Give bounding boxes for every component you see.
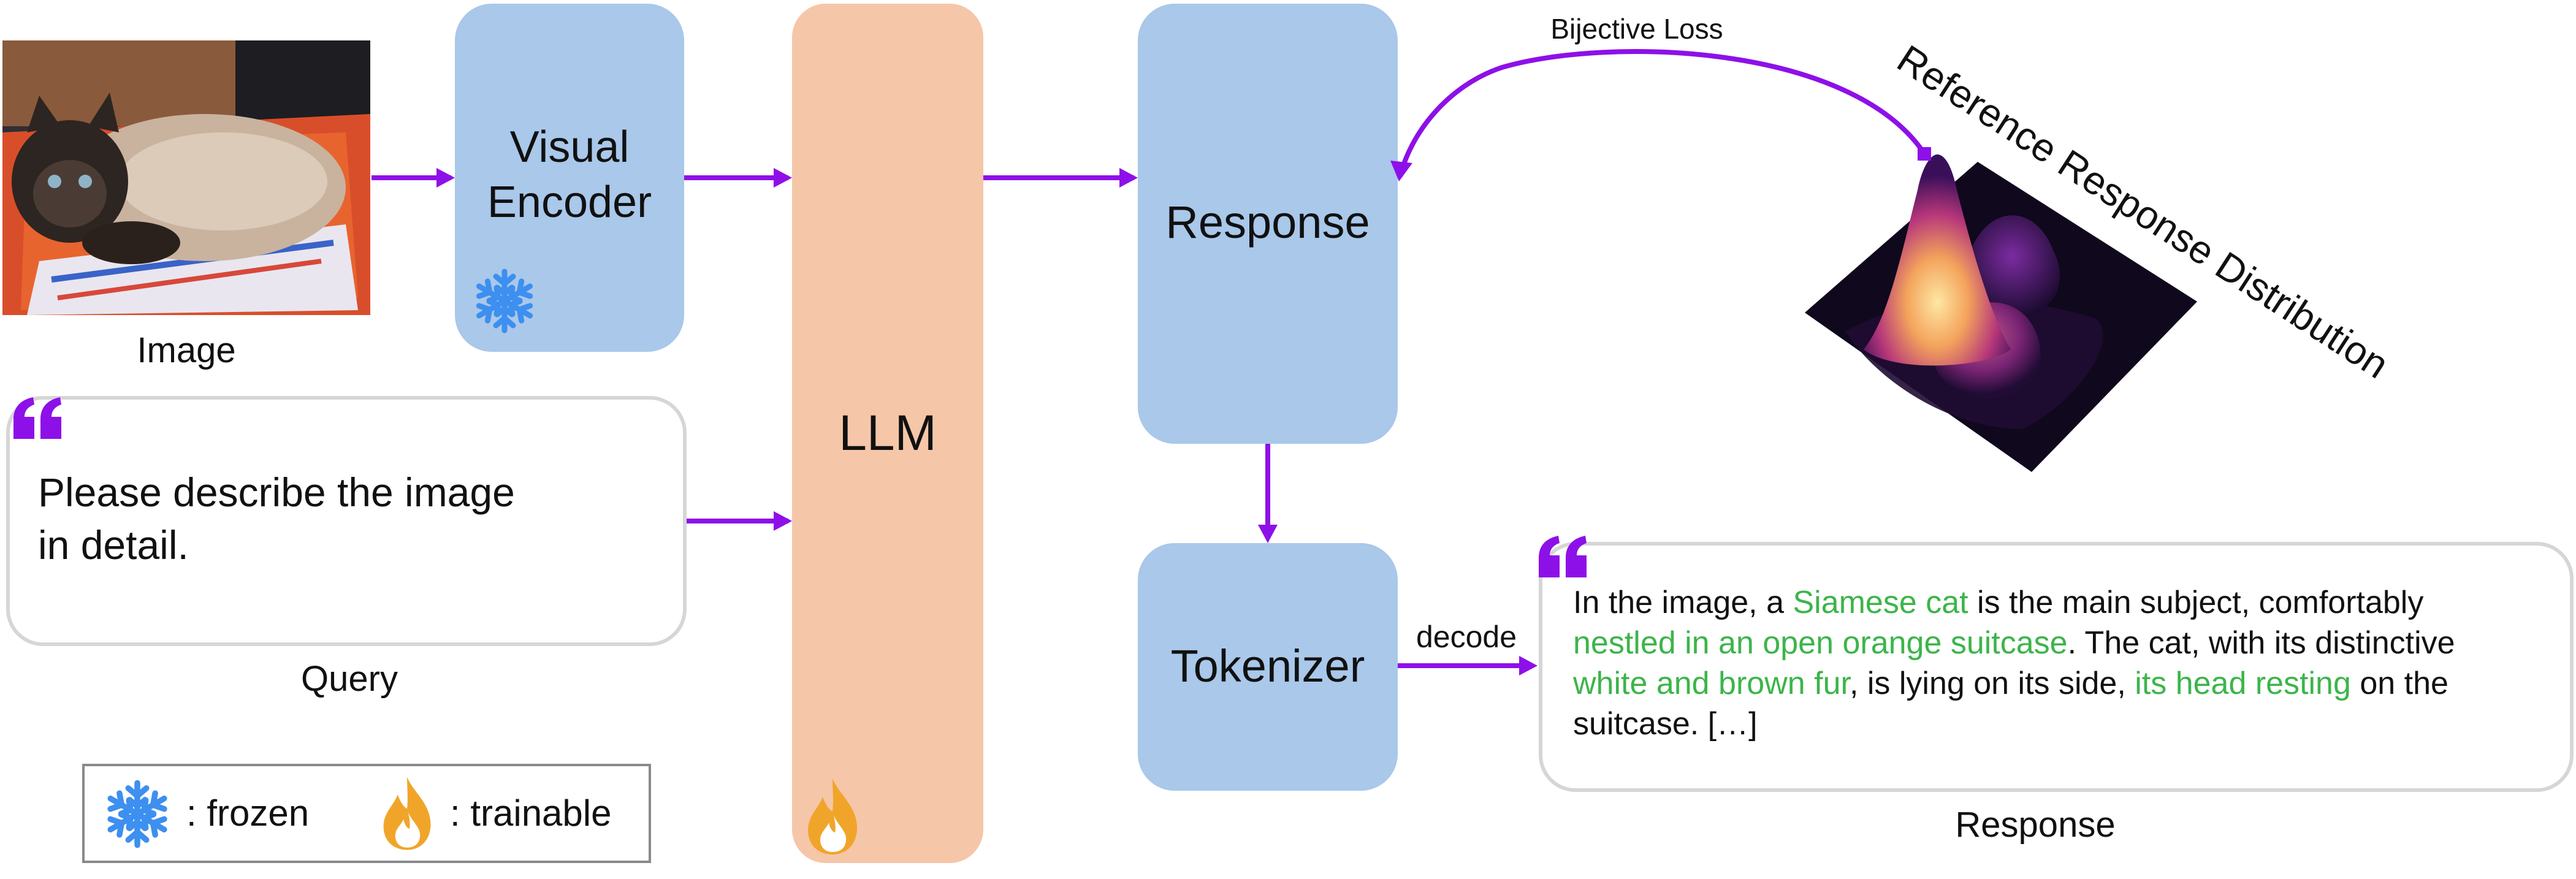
input-image — [2, 40, 370, 315]
arrowhead — [436, 168, 455, 188]
quote-mark-icon — [11, 396, 64, 441]
arrowhead — [774, 168, 792, 188]
query-caption: Query — [301, 659, 398, 699]
snowflake-icon — [102, 778, 173, 850]
snowflake-icon — [471, 267, 538, 335]
arrowhead — [1519, 656, 1538, 675]
response-box-label: Response — [1165, 197, 1370, 248]
distribution-peak-major — [1864, 154, 2011, 366]
decode-label: decode — [1416, 620, 1517, 654]
reference-distribution-label: Reference Response Distribution — [1889, 36, 2396, 387]
llm-label: LLM — [839, 405, 937, 461]
llm-box — [792, 4, 983, 863]
response-text: In the image, a Siamese cat is the main … — [1573, 582, 2529, 744]
distribution-base — [1805, 162, 2197, 472]
tokenizer-box — [1138, 543, 1398, 791]
arrow-tail-marker — [1918, 147, 1931, 161]
response-segment: on the suitcase. […] — [1573, 666, 2448, 742]
arrowhead — [774, 511, 792, 531]
response-highlight: white and brown fur — [1573, 666, 1850, 701]
response-segment: is the main subject, comfortably — [1968, 585, 2424, 620]
arrowhead — [1119, 168, 1138, 188]
visual-encoder-label: Visual Encoder — [487, 123, 652, 227]
query-box — [6, 396, 687, 646]
response-highlight: nestled in an open orange suitcase — [1573, 625, 2068, 661]
flame-icon — [802, 776, 863, 856]
arrowhead — [1258, 525, 1278, 543]
arrow-bijective-loss — [1398, 49, 1927, 177]
legend-trainable-label: : trainable — [450, 793, 612, 834]
cat-photo-illustration — [2, 40, 370, 315]
distribution-peak-minor — [1964, 215, 2060, 319]
query-text: Please describe the image in detail. — [38, 470, 515, 568]
response-highlight: its head resting — [2135, 666, 2351, 701]
bijective-loss-label: Bijective Loss — [1550, 13, 1723, 45]
image-caption: Image — [137, 330, 236, 370]
legend-box — [82, 764, 651, 863]
response-caption: Response — [1955, 805, 2116, 845]
response-segment: , is lying on its side, — [1849, 666, 2135, 701]
response-text-box — [1539, 542, 2574, 792]
distribution-peak-mid — [1934, 302, 2041, 398]
distribution-ridge — [1845, 299, 2103, 429]
tokenizer-label: Tokenizer — [1170, 641, 1365, 691]
response-highlight: Siamese cat — [1793, 585, 1968, 620]
flame-icon — [378, 774, 436, 852]
response-segment: . The cat, with its distinctive — [2067, 625, 2455, 661]
response-box — [1138, 4, 1398, 444]
response-segment: In the image, a — [1573, 585, 1793, 620]
quote-mark-icon — [1536, 535, 1589, 580]
legend-frozen-label: : frozen — [186, 793, 310, 834]
